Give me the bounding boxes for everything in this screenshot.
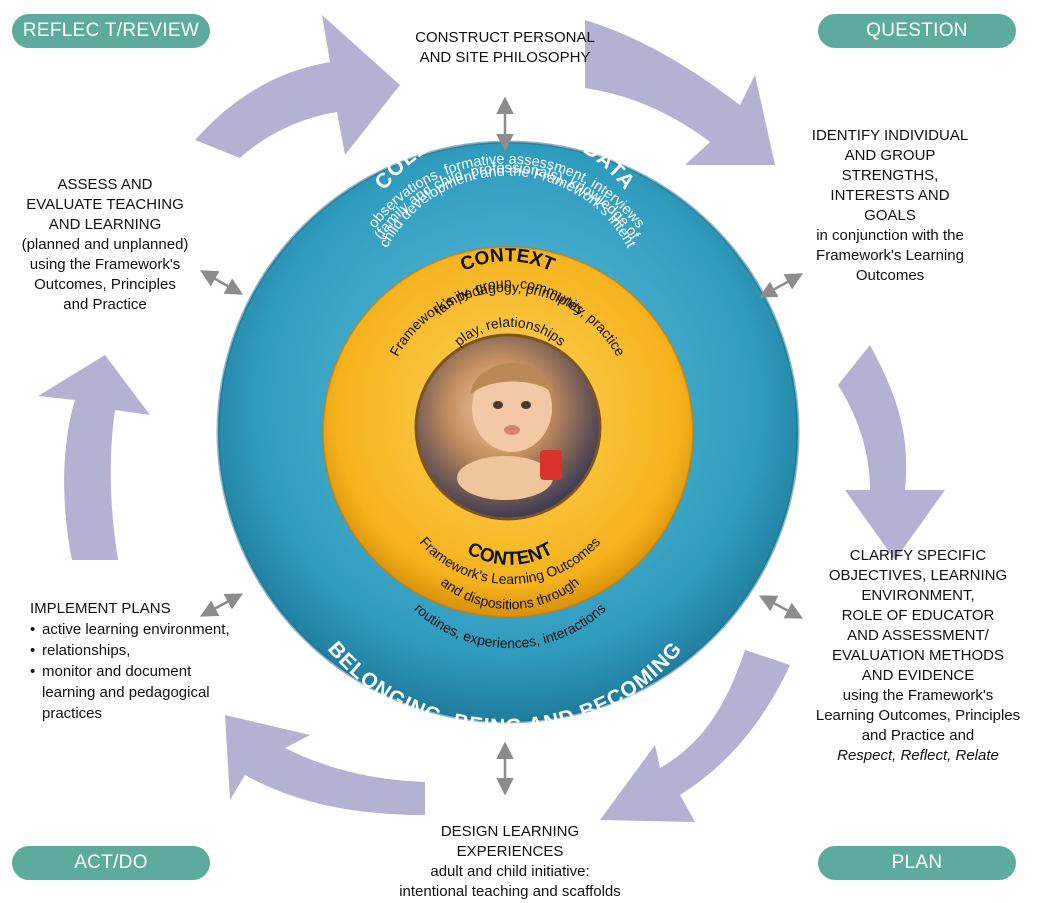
cycle-arrow-bottom-left xyxy=(225,715,425,815)
node-design-title: DESIGN LEARNING EXPERIENCES xyxy=(440,823,580,860)
node-implement-list: active learning environment, relationshi… xyxy=(30,619,230,724)
label-question: QUESTION xyxy=(818,14,1016,48)
cycle-arrow-left xyxy=(38,355,150,560)
connectors xyxy=(199,96,804,796)
connector-bottom-left xyxy=(199,593,244,617)
node-implement-item: active learning environment, xyxy=(30,619,230,640)
node-implement-item: relationships, xyxy=(30,640,230,661)
cycle-arrows xyxy=(38,15,945,822)
node-implement: IMPLEMENT PLANS active learning environm… xyxy=(30,598,230,724)
node-implement-item: monitor and document learning and pedago… xyxy=(30,661,230,724)
node-clarify: CLARIFY SPECIFIC OBJECTIVES, LEARNING EN… xyxy=(798,546,1038,766)
node-implement-title: IMPLEMENT PLANS xyxy=(30,600,171,617)
cycle-arrow-top-right xyxy=(585,20,775,165)
node-design: DESIGN LEARNING EXPERIENCES adult and ch… xyxy=(390,822,630,902)
label-plan: PLAN xyxy=(818,846,1016,880)
connector-bottom-right xyxy=(758,595,804,619)
cycle-arrow-right xyxy=(838,345,945,560)
connector-top-right xyxy=(758,273,804,298)
node-clarify-detail: using the Framework's Learning Outcomes,… xyxy=(815,687,1021,744)
node-assess: ASSESS AND EVALUATE TEACHING AND LEARNIN… xyxy=(5,175,205,315)
label-act-do: ACT/DO xyxy=(12,846,210,880)
label-reflect-review: REFLEC T/REVIEW xyxy=(12,14,210,48)
connector-top-left xyxy=(199,270,244,295)
node-assess-title: ASSESS AND EVALUATE TEACHING AND LEARNIN… xyxy=(26,176,184,233)
cycle-arrow-bottom-right xyxy=(600,650,790,822)
node-identify-title: IDENTIFY INDIVIDUAL AND GROUP STRENGTHS,… xyxy=(811,127,969,224)
node-identify: IDENTIFY INDIVIDUAL AND GROUP STRENGTHS,… xyxy=(775,126,1005,286)
node-identify-detail: in conjunction with the Framework's Lear… xyxy=(816,227,964,284)
node-design-detail: adult and child initiative: intentional … xyxy=(399,863,621,900)
node-clarify-detail-italic: Respect, Reflect, Relate xyxy=(837,747,999,764)
node-construct-title: CONSTRUCT PERSONAL AND SITE PHILOSOPHY xyxy=(415,29,595,66)
child-figure xyxy=(457,363,562,500)
node-clarify-title: CLARIFY SPECIFIC OBJECTIVES, LEARNING EN… xyxy=(828,547,1008,684)
node-assess-detail: (planned and unplanned) using the Framew… xyxy=(21,236,189,313)
cycle-arrow-top-left xyxy=(195,15,400,158)
